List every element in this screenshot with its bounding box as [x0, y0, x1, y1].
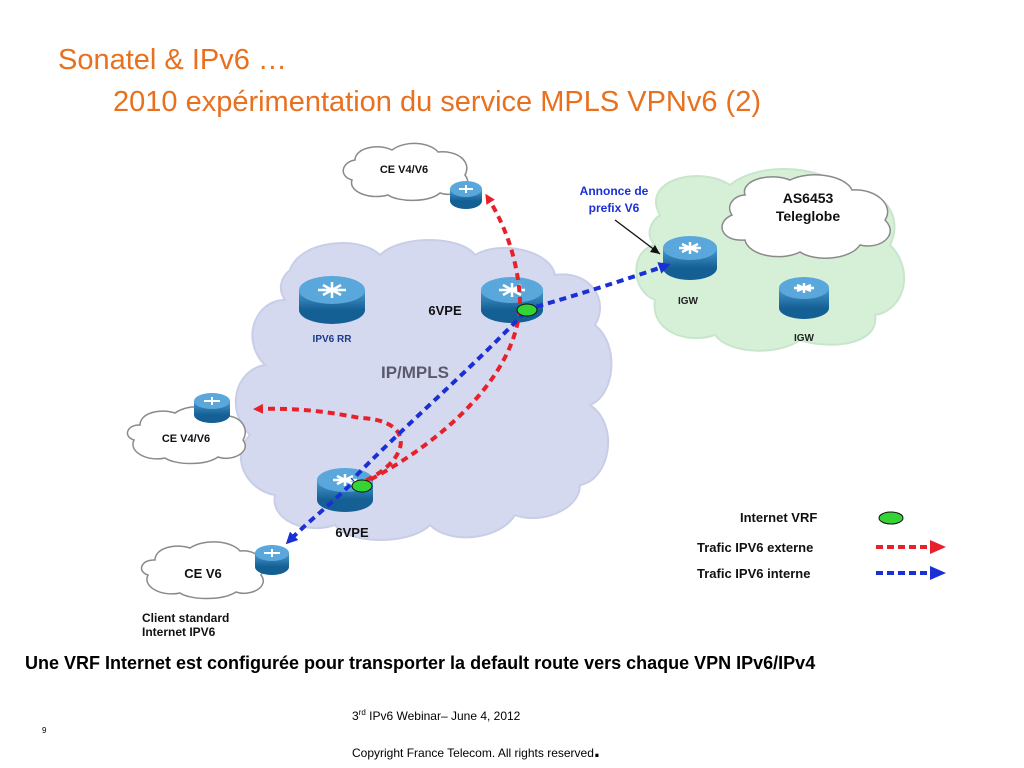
footer-copyright-text: Copyright France Telecom. All rights res… [352, 746, 594, 760]
as6453-cloud: AS6453 Teleglobe [721, 174, 891, 259]
footer-ordinal-suffix: rd [358, 708, 366, 717]
ce-left-label: CE V4/V6 [162, 433, 210, 445]
internal-traffic-to-ce-v6 [285, 483, 352, 545]
client-line2: Internet IPV6 [142, 625, 216, 639]
ip-mpls-label: IP/MPLS [381, 363, 449, 382]
router-igw2-icon [779, 277, 829, 319]
ip-mpls-cloud [234, 239, 613, 541]
client-line1: Client standard [142, 611, 229, 625]
annotation-line1: Annonce de [580, 184, 649, 198]
footer-webinar: 3rd IPv6 Webinar– June 4, 2012 [352, 708, 520, 723]
footer-dot: . [593, 737, 601, 762]
router-ce-v6-icon [255, 545, 289, 575]
vrf-bottom-marker [351, 479, 373, 493]
router-6vpe-top-icon [481, 277, 543, 323]
legend-external-label: Trafic IPV6 externe [697, 540, 813, 555]
legend-internal-label: Trafic IPV6 interne [697, 566, 810, 581]
legend-internal-arrow [930, 566, 946, 580]
slide-subtitle: 2010 expérimentation du service MPLS VPN… [113, 86, 761, 118]
router-ce-top-icon [450, 181, 482, 209]
ce-top-cloud: CE V4/V6 [342, 142, 469, 202]
ce-v6-cloud: CE V6 [140, 541, 264, 600]
annotation-arrowhead [650, 245, 660, 254]
slide-caption: Une VRF Internet est configurée pour tra… [25, 653, 816, 673]
internal-traffic-to-igw [524, 262, 671, 312]
legend-vrf-label: Internet VRF [740, 510, 817, 525]
vrf-top-marker [516, 303, 538, 317]
footer-copyright: Copyright France Telecom. All rights res… [352, 737, 600, 763]
router-igw1-icon [663, 236, 717, 280]
slide-title: Sonatel & IPv6 … [58, 44, 287, 76]
igw1-label: IGW [678, 296, 699, 307]
page-number: 9 [42, 726, 47, 735]
ce-v6-label: CE V6 [184, 566, 222, 581]
annotation-arrow [614, 219, 661, 255]
footer-ordinal: 3 [352, 709, 359, 723]
annotation-line2: prefix V6 [589, 201, 640, 215]
footer-webinar-text: IPv6 Webinar– June 4, 2012 [365, 709, 521, 723]
router-ce-left-icon [194, 393, 230, 423]
6vpe-bottom-label: 6VPE [335, 525, 369, 540]
legend: Internet VRF Trafic IPV6 externe Trafic … [697, 510, 946, 581]
router-rr-icon [299, 276, 365, 324]
external-traffic-to-ce-top [359, 193, 523, 487]
as6453-label: AS6453 [783, 190, 834, 206]
legend-vrf-swatch [878, 511, 904, 525]
internal-traffic-to-6vpe-bottom [350, 310, 527, 482]
rr-label: IPV6 RR [313, 334, 353, 345]
6vpe-top-label: 6VPE [428, 303, 462, 318]
igw2-label: IGW [794, 333, 815, 344]
external-traffic-to-ce-left [253, 403, 403, 487]
ce-top-label: CE V4/V6 [380, 164, 428, 176]
legend-external-arrow [930, 540, 946, 554]
teleglobe-label: Teleglobe [776, 208, 841, 224]
